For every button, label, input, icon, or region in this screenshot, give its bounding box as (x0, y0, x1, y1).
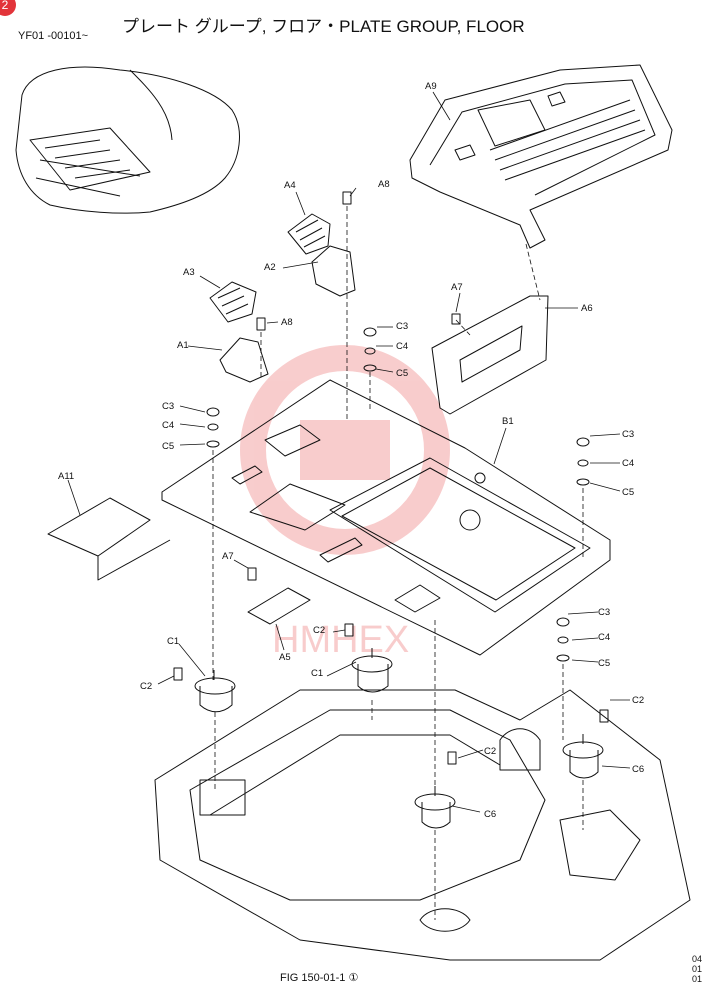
watermark: HMHEX (240, 345, 450, 661)
part-c2-bolt-right (599, 709, 609, 723)
part-a11-mat (47, 497, 151, 557)
part-a7-bolt-top (451, 313, 461, 325)
figure-sheet-mark: ① (348, 972, 359, 984)
label-a3: A3 (183, 267, 195, 278)
label-c2-right: C2 (632, 695, 644, 706)
revision-line-3: 01 (692, 974, 703, 984)
label-a7-mid: A7 (222, 551, 234, 562)
label-c2-center: C2 (484, 746, 496, 757)
label-c3-d: C3 (598, 607, 610, 618)
part-c6-mount-mid (414, 786, 456, 829)
part-a8-bolt-top (342, 191, 352, 205)
part-a9-cover (409, 64, 673, 249)
part-a7-bolt-mid (247, 567, 257, 581)
part-a4-grooves (295, 219, 326, 248)
page-title: プレート グループ, フロア・PLATE GROUP, FLOOR (122, 17, 525, 36)
part-b1-floor-plate (161, 379, 611, 656)
label-a5: A5 (279, 652, 291, 663)
label-c4-d: C4 (598, 632, 610, 643)
part-a4-pedal-pad (287, 213, 331, 255)
label-a2: A2 (264, 262, 276, 273)
label-c5-b: C5 (162, 441, 174, 452)
part-a1-pedal (219, 337, 269, 383)
part-a2-pedal (311, 245, 356, 297)
label-c5-c: C5 (622, 487, 634, 498)
label-a11: A11 (58, 471, 74, 482)
part-washer-stack-b (206, 407, 220, 448)
page-badge: 2 (0, 0, 16, 16)
revision-line-2: 01 (692, 964, 703, 974)
label-a4: A4 (284, 180, 296, 191)
label-c2-mid: C2 (313, 625, 325, 636)
part-washer-stack-d (556, 617, 570, 662)
serial-range: YF01 -00101~ (18, 30, 89, 42)
lower-frame (154, 689, 691, 961)
label-a7-top: A7 (451, 282, 463, 293)
label-a8-mid: A8 (281, 317, 293, 328)
figure-number: FIG 150-01-1 ① (280, 971, 358, 984)
part-a6-bracket (431, 295, 549, 415)
label-a1: A1 (177, 340, 189, 351)
label-c2-left: C2 (140, 681, 152, 692)
assembly-lines (212, 206, 584, 920)
label-c6-right: C6 (632, 764, 644, 775)
label-c4-a: C4 (396, 341, 408, 352)
part-washer-stack-a (363, 327, 377, 372)
revision-line-1: 04 (692, 954, 703, 964)
label-b1: B1 (502, 416, 514, 427)
label-c3-c: C3 (622, 429, 634, 440)
part-a3-pedal-pad (209, 281, 257, 323)
part-a5-plate (247, 587, 311, 625)
part-a8-bolt-mid (256, 317, 266, 331)
label-c6-mid: C6 (484, 809, 496, 820)
label-c1-left: C1 (167, 636, 179, 647)
part-c2-bolt-center (447, 751, 457, 765)
watermark-text: HMHEX (272, 619, 409, 661)
label-c3-b: C3 (162, 401, 174, 412)
label-c1-mid: C1 (311, 668, 323, 679)
label-a8-top: A8 (378, 179, 390, 190)
part-washer-stack-c (576, 437, 590, 486)
excavator-cab-thumbnail (15, 66, 240, 214)
revision-code: 04 01 01 (692, 954, 702, 984)
label-c4-b: C4 (162, 420, 174, 431)
label-c4-c: C4 (622, 458, 634, 469)
label-c5-d: C5 (598, 658, 610, 669)
label-c3-a: C3 (396, 321, 408, 332)
part-c2-bolt-left (173, 667, 183, 681)
part-c6-mount-right (562, 734, 604, 779)
figure-code: FIG 150-01-1 (280, 972, 346, 984)
part-c1-mount-left (194, 670, 236, 713)
label-a6: A6 (581, 303, 593, 314)
label-a9: A9 (425, 81, 437, 92)
leader-lines (67, 91, 631, 813)
label-c5-a: C5 (396, 368, 408, 379)
